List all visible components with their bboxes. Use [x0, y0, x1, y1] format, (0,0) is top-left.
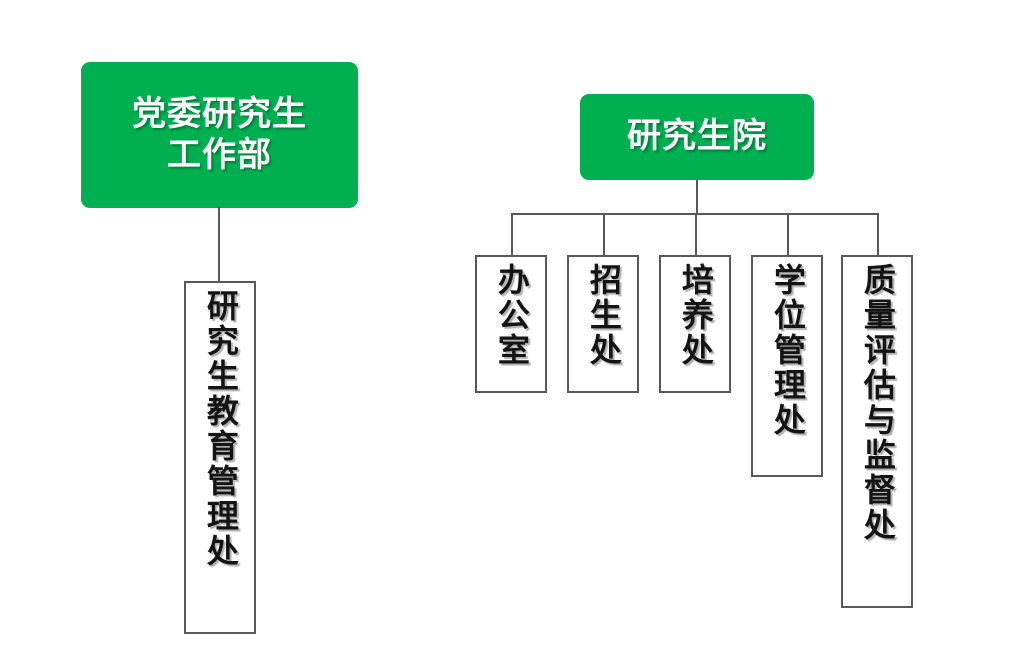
node-training-office[interactable]: 培养处	[659, 255, 731, 393]
connector-graduate-school-stem	[696, 180, 698, 215]
degree-admin-office-label: 学位管理处	[769, 263, 806, 438]
connector-party-committee-to-grad-edu-admin	[218, 207, 220, 283]
graduate-school-label: 研究生院	[627, 117, 767, 156]
node-party-committee-graduate-work-department[interactable]: 党委研究生 工作部	[81, 62, 358, 208]
training-office-label: 培养处	[677, 263, 714, 368]
party-committee-label-wrap: 党委研究生 工作部	[132, 94, 307, 177]
connector-drop-training-office	[695, 213, 697, 255]
connector-drop-degree-admin-office	[787, 213, 789, 255]
general-office-label: 办公室	[493, 263, 530, 368]
admissions-office-label: 招生处	[585, 263, 622, 368]
party-committee-label-line2: 工作部	[167, 136, 272, 174]
node-degree-admin-office[interactable]: 学位管理处	[751, 255, 823, 477]
connector-drop-quality-eval-office	[877, 213, 879, 255]
connector-drop-general-office	[511, 213, 513, 255]
grad-edu-admin-office-label: 研究生教育管理处	[202, 289, 239, 569]
node-admissions-office[interactable]: 招生处	[567, 255, 639, 393]
node-graduate-school[interactable]: 研究生院	[580, 94, 814, 180]
node-general-office[interactable]: 办公室	[475, 255, 547, 393]
quality-eval-supervision-office-label: 质量评估与监督处	[859, 263, 896, 543]
node-quality-eval-supervision-office[interactable]: 质量评估与监督处	[841, 255, 913, 608]
party-committee-label-line1: 党委研究生	[132, 94, 307, 133]
node-grad-edu-admin-office[interactable]: 研究生教育管理处	[184, 281, 256, 634]
connector-drop-admissions-office	[603, 213, 605, 255]
